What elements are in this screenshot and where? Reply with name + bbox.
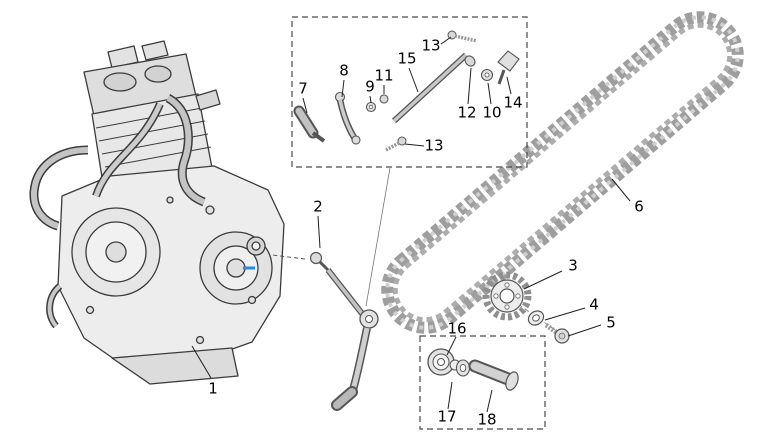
callout-14: 14 [503,93,523,112]
callout-4: 4 [589,295,599,314]
callout-7: 7 [298,79,308,98]
callout-16: 16 [447,319,467,338]
engine-illustration [29,40,285,385]
shift-linkage-parts [293,30,520,152]
callout-11: 11 [374,66,394,85]
callout-5: 5 [606,313,616,332]
bearing-parts [427,348,519,391]
callout-13-lower: 13 [424,136,444,155]
gear-shift-lever-assembly [271,167,391,411]
callout-8: 8 [339,61,349,80]
callout-2: 2 [313,197,323,216]
callout-3: 3 [568,256,578,275]
callout-10: 10 [482,103,502,122]
callout-17: 17 [437,407,457,426]
callout-15: 15 [397,49,417,68]
front-sprocket [482,271,569,340]
callout-13-upper: 13 [421,36,441,55]
sprocket-bolt [544,322,570,344]
callout-1: 1 [208,379,218,398]
callout-9: 9 [365,77,375,96]
bearing-detail-box [419,335,546,430]
callout-12: 12 [457,103,477,122]
drive-chain [381,11,744,334]
callout-6: 6 [634,197,644,216]
sprocket-washer [527,310,545,326]
shift-linkage-detail-box [291,16,528,168]
leader-lines [191,36,631,413]
callout-18: 18 [477,410,497,429]
